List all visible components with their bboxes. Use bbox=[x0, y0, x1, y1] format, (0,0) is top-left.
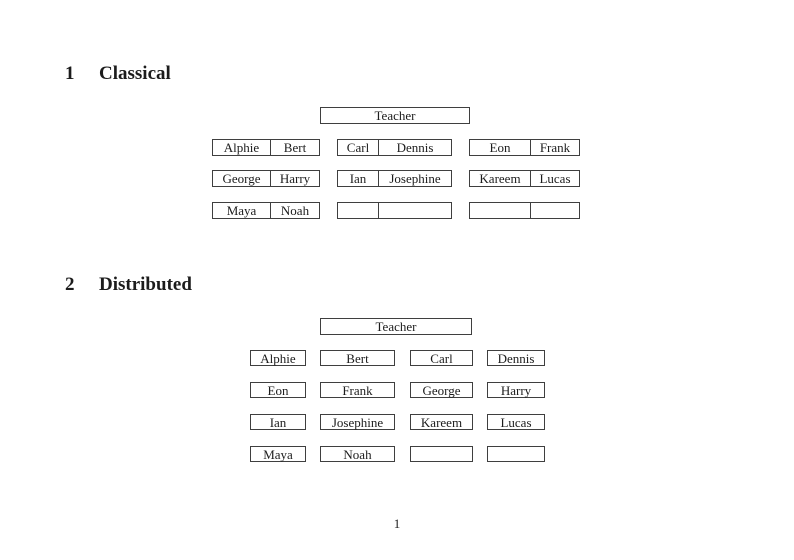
student-box: Kareem bbox=[410, 414, 473, 430]
desk-pair-table-empty bbox=[469, 202, 580, 219]
section-number: 2 bbox=[65, 274, 75, 295]
student-box: Noah bbox=[320, 446, 395, 462]
student-box: Lucas bbox=[487, 414, 545, 430]
student-cell: Harry bbox=[279, 171, 311, 186]
teacher-box: Teacher bbox=[320, 107, 470, 124]
section-title: Distributed bbox=[99, 274, 192, 295]
teacher-label: Teacher bbox=[375, 319, 417, 334]
student-cell: Dennis bbox=[396, 140, 434, 155]
teacher-box: Teacher bbox=[320, 318, 472, 335]
desk-pair-table: Eon Frank bbox=[469, 139, 580, 156]
desk-pair-table: Kareem Lucas bbox=[469, 170, 580, 187]
section-number: 1 bbox=[65, 63, 75, 84]
desk-pair-table: Alphie Bert bbox=[212, 139, 320, 156]
student-box: George bbox=[410, 382, 473, 398]
student-cell: Bert bbox=[283, 140, 307, 155]
desk-pair-table: Carl Dennis bbox=[337, 139, 452, 156]
student-cell: Eon bbox=[470, 140, 531, 155]
student-box: Ian bbox=[250, 414, 306, 430]
section-title: Classical bbox=[99, 63, 171, 84]
student-cell: Alphie bbox=[213, 140, 271, 155]
student-cell-empty bbox=[379, 203, 451, 218]
student-cell: Carl bbox=[338, 140, 379, 155]
page-number: 1 bbox=[393, 516, 401, 531]
student-cell: Maya bbox=[213, 203, 271, 218]
student-box: Carl bbox=[410, 350, 473, 366]
desk-pair-table-empty bbox=[337, 202, 452, 219]
student-cell: Noah bbox=[280, 203, 310, 218]
teacher-label: Teacher bbox=[374, 108, 416, 123]
student-box-empty bbox=[410, 446, 473, 462]
student-box: Alphie bbox=[250, 350, 306, 366]
student-box: Eon bbox=[250, 382, 306, 398]
student-cell: George bbox=[213, 171, 271, 186]
desk-pair-table: Maya Noah bbox=[212, 202, 320, 219]
desk-pair-table: George Harry bbox=[212, 170, 320, 187]
student-box: Dennis bbox=[487, 350, 545, 366]
desk-pair-table: Ian Josephine bbox=[337, 170, 452, 187]
section-heading-distributed: 2 Distributed bbox=[65, 275, 192, 294]
student-box: Bert bbox=[320, 350, 395, 366]
student-cell-empty bbox=[531, 203, 579, 218]
student-cell: Lucas bbox=[539, 171, 571, 186]
student-cell: Josephine bbox=[389, 171, 441, 186]
student-cell: Ian bbox=[338, 171, 379, 186]
student-box: Maya bbox=[250, 446, 306, 462]
student-cell: Frank bbox=[539, 140, 571, 155]
student-box: Harry bbox=[487, 382, 545, 398]
student-box: Frank bbox=[320, 382, 395, 398]
student-box: Josephine bbox=[320, 414, 395, 430]
student-cell-empty bbox=[470, 203, 531, 218]
student-box-empty bbox=[487, 446, 545, 462]
student-cell-empty bbox=[338, 203, 379, 218]
section-heading-classical: 1 Classical bbox=[65, 64, 171, 83]
student-cell: Kareem bbox=[470, 171, 531, 186]
